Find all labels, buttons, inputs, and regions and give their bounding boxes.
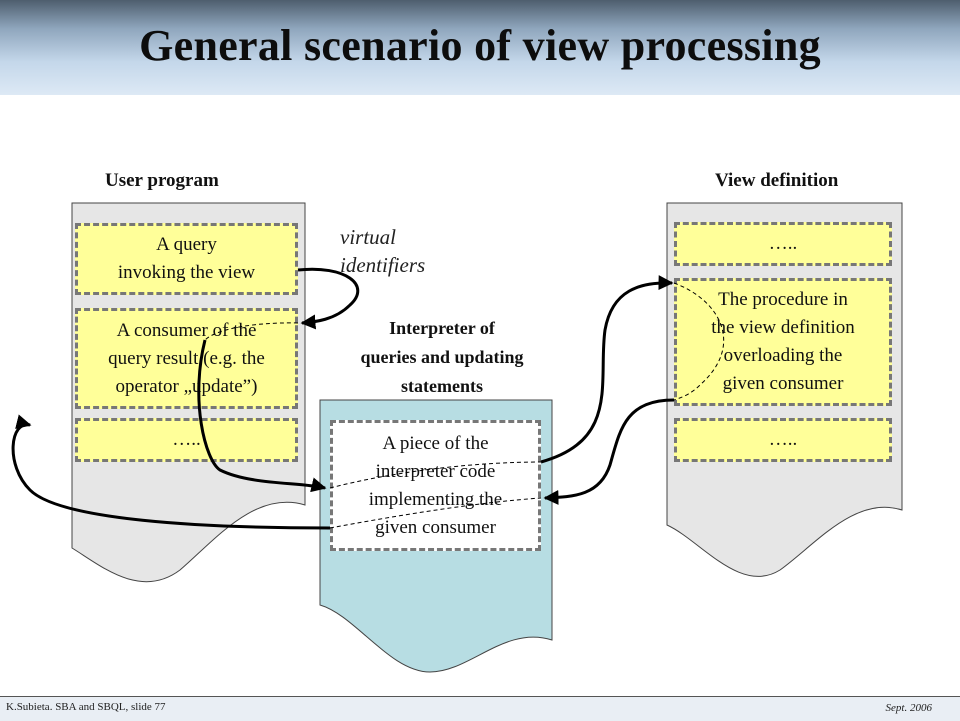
query-box: A query invoking the view <box>75 223 298 295</box>
interpreter-code-line-3: implementing the <box>368 488 503 510</box>
procedure-box-line-2: the view definition <box>711 317 855 338</box>
user-program-label: User program <box>105 170 219 191</box>
interpreter-code-line-2: interpreter code <box>375 460 496 482</box>
view-definition-ellipsis-bottom-box: ….. <box>674 418 892 462</box>
interpreter-code-line-4: given consumer <box>375 516 496 538</box>
virtual-identifiers-line-2: identifiers <box>340 253 426 277</box>
footer-bar <box>0 696 960 721</box>
interpreter-label-line-1: Interpreter of <box>389 318 495 338</box>
footer-credit: K.Subieta. SBA and SBQL, slide 77 <box>6 701 166 713</box>
title-banner <box>0 0 960 95</box>
procedure-box-line-4: given consumer <box>722 373 844 394</box>
virtual-identifiers-line-1: virtual <box>340 225 396 249</box>
user-program-ellipsis-box: ….. <box>75 418 298 462</box>
procedure-box-line-1: The procedure in <box>718 289 848 310</box>
consumer-box-line-2: query result (e.g. the <box>108 347 265 369</box>
query-box-line-2: invoking the view <box>117 262 256 283</box>
footer-date: Sept. 2006 <box>885 702 932 714</box>
interpreter-label-line-3: statements <box>401 376 483 396</box>
interpreter-code-box: A piece of the interpreter code implemen… <box>330 420 541 551</box>
interpreter-label-line-2: queries and updating <box>360 347 524 367</box>
slide-title: General scenario of view processing <box>139 21 821 70</box>
view-definition-ellipsis-bottom-text: ….. <box>768 429 798 450</box>
virtual-identifiers-note: virtual identifiers <box>340 223 425 279</box>
query-box-line-1: A query <box>156 234 217 255</box>
view-definition-label: View definition <box>715 170 839 191</box>
consumer-box-line-3: operator „update”) <box>115 375 258 397</box>
user-program-ellipsis-text: ….. <box>172 429 201 450</box>
interpreter-code-line-1: A piece of the <box>382 432 489 454</box>
procedure-box: The procedure in the view definition ove… <box>674 278 892 406</box>
view-definition-ellipsis-top-text: ….. <box>768 233 798 254</box>
consumer-box: A consumer of the query result (e.g. the… <box>75 308 298 409</box>
procedure-box-line-3: overloading the <box>723 345 843 366</box>
consumer-box-line-1: A consumer of the <box>116 319 257 341</box>
view-definition-ellipsis-top-box: ….. <box>674 222 892 266</box>
interpreter-label: Interpreter of queries and updating stat… <box>328 314 556 401</box>
